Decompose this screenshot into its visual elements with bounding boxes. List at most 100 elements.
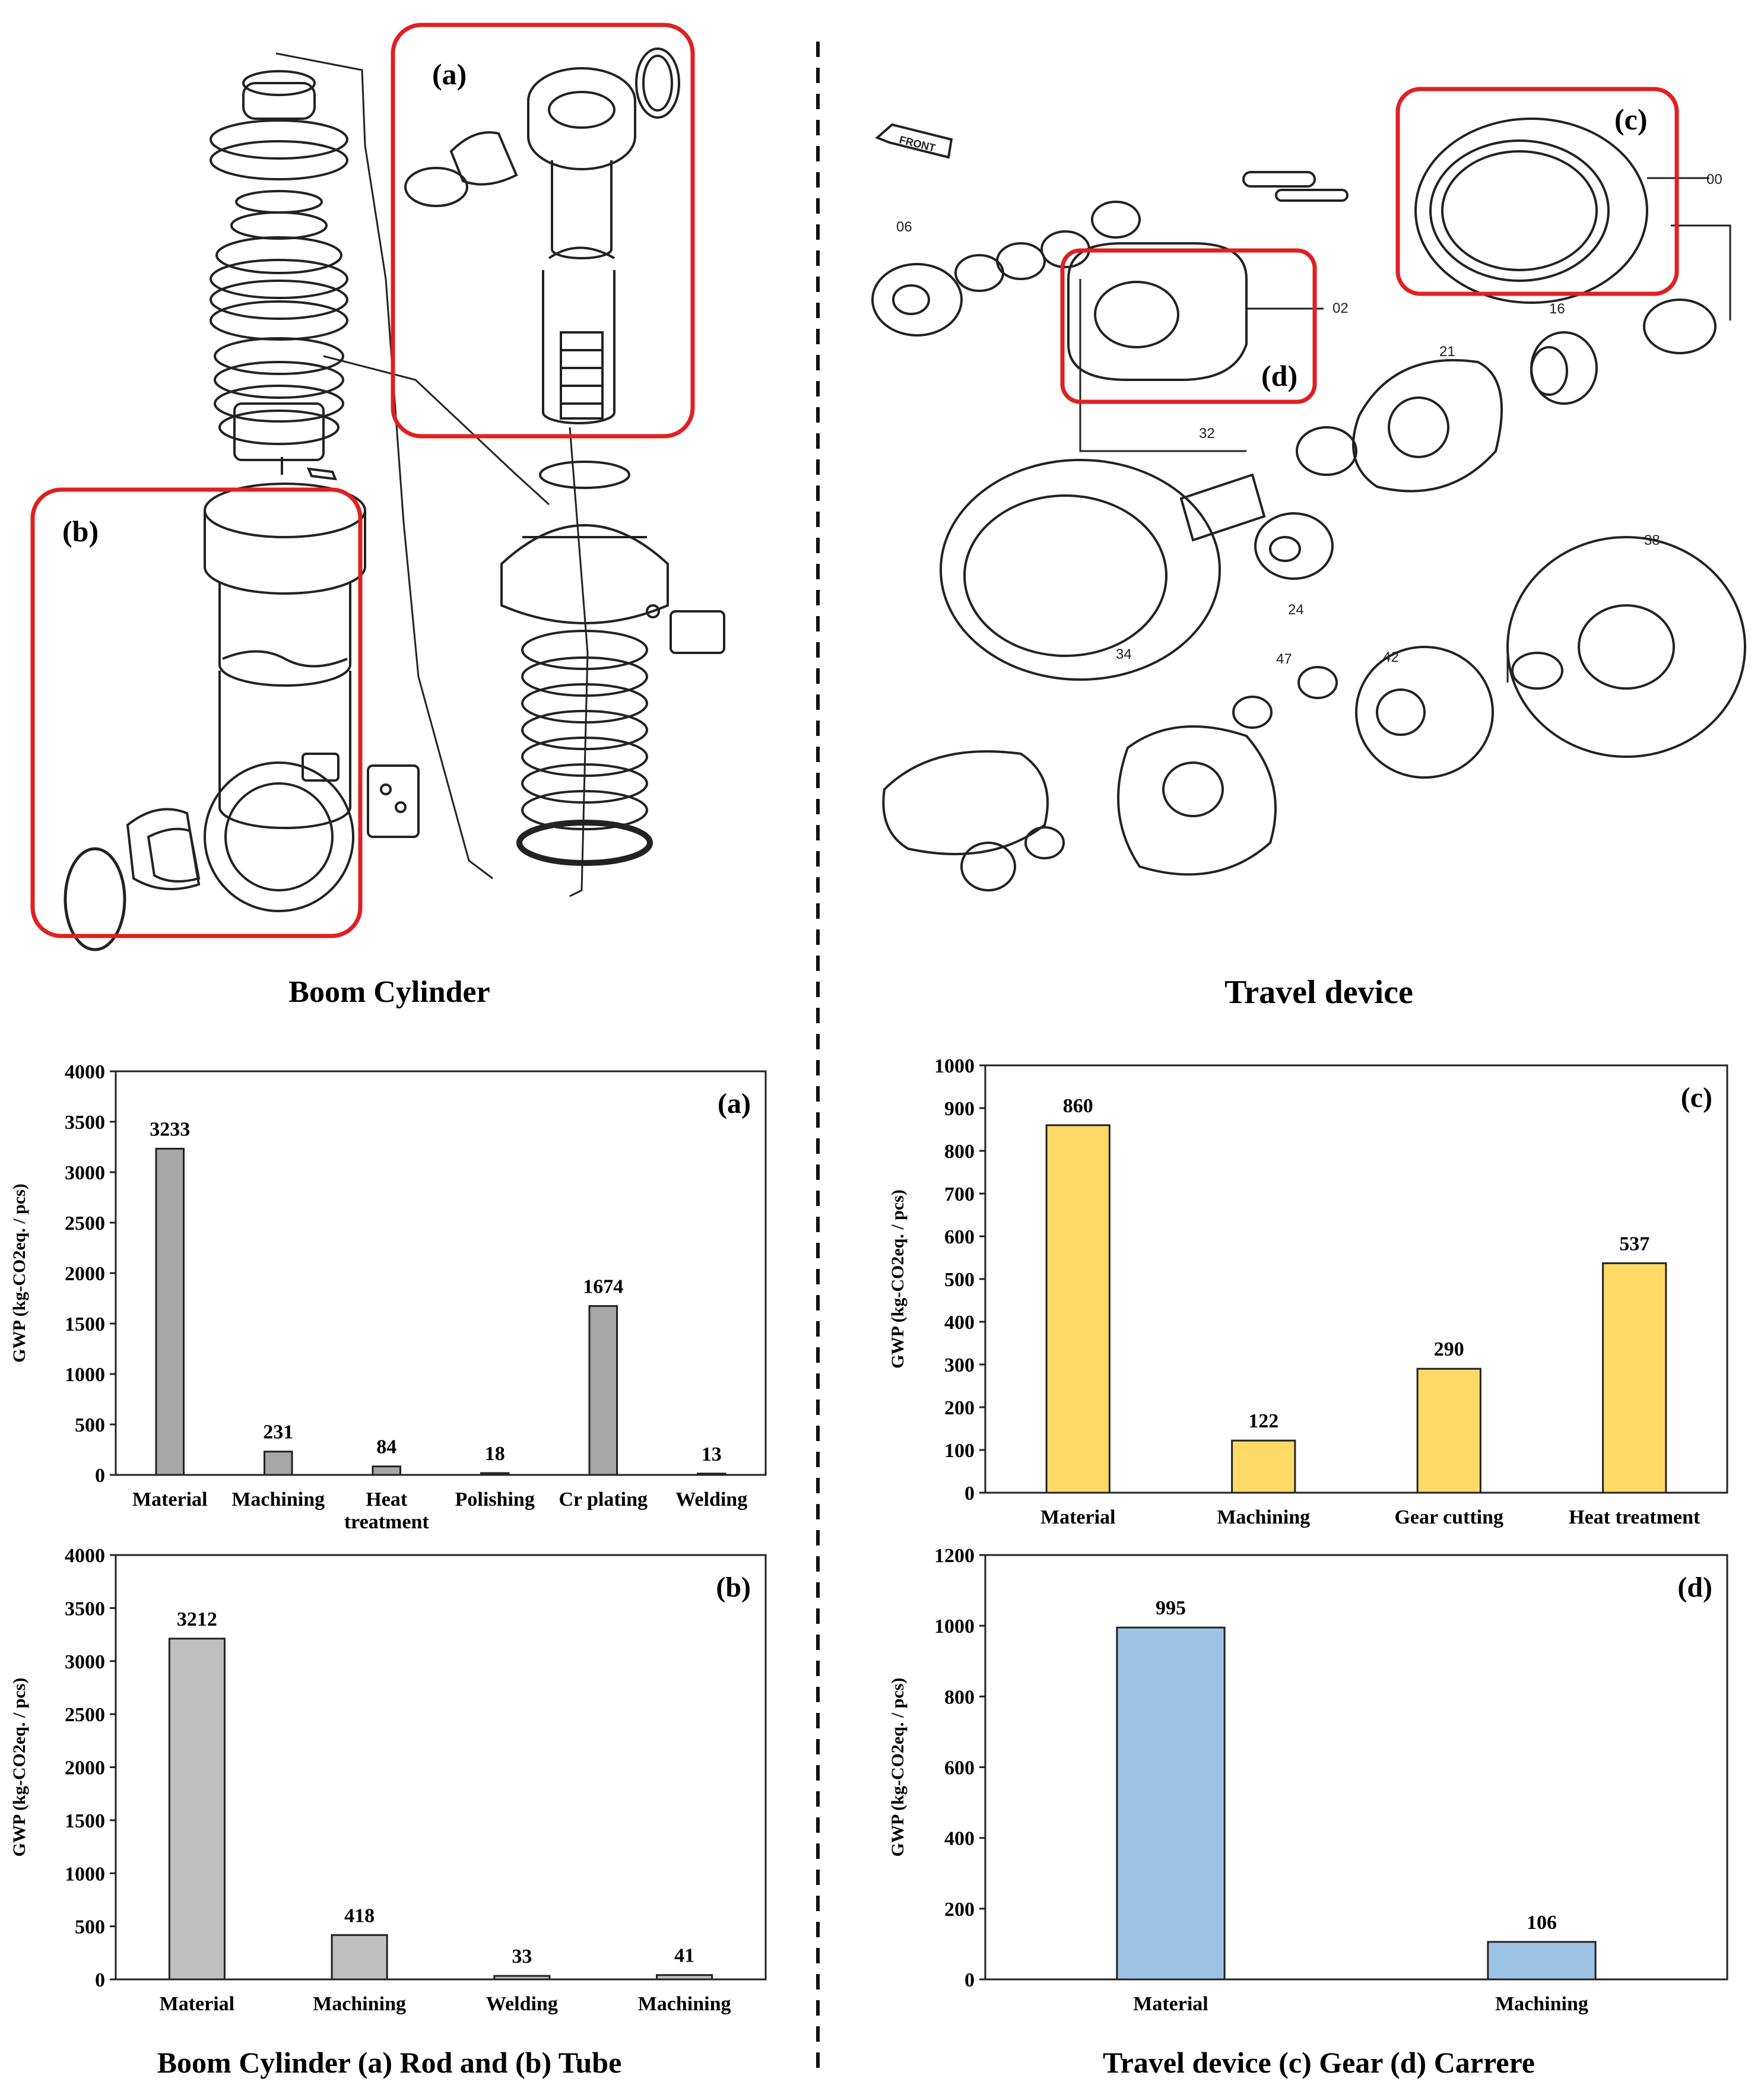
part-num-00: 00	[1706, 172, 1722, 188]
y-axis-label: GWP (kg-CO2eq. / pcs)	[888, 1678, 908, 1857]
y-tick-label: 700	[944, 1183, 975, 1205]
y-tick-label: 1000	[65, 1364, 105, 1386]
piston-nut	[233, 402, 325, 461]
data-label: 418	[344, 1905, 375, 1927]
x-category-label: Material	[1133, 1993, 1208, 2015]
y-axis-label: GWP (kg-CO2eq. / pcs)	[9, 1678, 29, 1857]
y-tick-label: 2000	[65, 1757, 105, 1779]
y-tick-label: 300	[944, 1354, 975, 1376]
x-category-label: Machining	[1217, 1506, 1310, 1528]
motor	[882, 750, 1049, 855]
y-tick-label: 0	[965, 1969, 975, 1991]
y-tick-label: 3000	[65, 1162, 105, 1184]
box-label-c: (c)	[1614, 103, 1648, 136]
y-tick-label: 1000	[65, 1863, 105, 1885]
plot-frame	[115, 1070, 767, 1476]
y-axis-label: GWP (kg-CO2eq. / pcs)	[888, 1189, 908, 1369]
y-tick-label: 4000	[65, 1545, 105, 1567]
part-num-42: 42	[1383, 649, 1399, 665]
y-tick-label: 500	[75, 1414, 105, 1436]
x-category-label: Heat treatment	[1569, 1506, 1700, 1528]
y-tick-label: 1200	[934, 1545, 975, 1567]
panel-label: (c)	[1681, 1082, 1712, 1113]
part-num-24: 24	[1288, 602, 1304, 618]
x-category-label: Machining	[313, 1993, 406, 2015]
bar	[696, 1473, 726, 1476]
x-category-label: Machining	[638, 1993, 731, 2015]
box-label-b: (b)	[62, 515, 99, 548]
bar	[1116, 1626, 1226, 1981]
bar	[1487, 1941, 1597, 1981]
travel-device-drawing	[871, 118, 1746, 891]
data-label: 537	[1619, 1233, 1649, 1255]
y-tick-label: 3000	[65, 1651, 105, 1673]
highlight-box-a	[391, 23, 695, 439]
highlight-box-d	[1060, 248, 1317, 404]
data-label: 3233	[150, 1118, 190, 1140]
x-category-label: Machining	[1495, 1993, 1588, 2015]
bar	[1602, 1262, 1667, 1494]
y-tick-label: 4000	[65, 1061, 105, 1083]
y-tick-label: 2000	[65, 1263, 105, 1285]
bar	[331, 1934, 388, 1981]
front-tag-label: FRONT	[898, 134, 937, 154]
y-tick-label: 1500	[65, 1313, 105, 1335]
caption-rod-tube: Boom Cylinder (a) Rod and (b) Tube	[157, 2046, 622, 2079]
part-num-06: 06	[896, 219, 912, 235]
y-tick-label: 800	[944, 1141, 975, 1163]
y-tick-label: 0	[965, 1483, 975, 1505]
data-label: 3212	[177, 1608, 217, 1630]
y-tick-label: 3500	[65, 1598, 105, 1620]
gland-top	[242, 82, 316, 120]
bar	[1231, 1439, 1296, 1494]
bar	[480, 1472, 510, 1476]
hub-flange	[940, 459, 1221, 681]
part-num-38: 38	[1644, 532, 1660, 548]
x-category-label: Welding	[675, 1489, 747, 1511]
y-tick-label: 0	[95, 1465, 105, 1487]
part-num-34: 34	[1116, 646, 1132, 662]
y-tick-label: 3500	[65, 1112, 105, 1134]
bar	[1416, 1367, 1481, 1494]
data-label: 18	[485, 1443, 505, 1465]
plot-frame	[984, 1554, 1728, 1981]
carrier	[1067, 242, 1248, 381]
part-num-16: 16	[1549, 301, 1565, 317]
boom-cylinder-drawing	[64, 47, 725, 951]
y-tick-label: 100	[944, 1440, 975, 1462]
y-tick-label: 2500	[65, 1704, 105, 1726]
data-label: 290	[1434, 1338, 1464, 1360]
y-tick-label: 400	[944, 1312, 975, 1334]
caption-boom-cylinder: Boom Cylinder	[288, 975, 490, 1009]
rod-eye	[527, 67, 636, 170]
x-category-label: treatment	[344, 1511, 430, 1533]
seal-ring	[210, 119, 348, 160]
data-label: 995	[1156, 1597, 1186, 1619]
y-tick-label: 0	[95, 1969, 105, 1991]
x-category-label: Machining	[231, 1489, 325, 1511]
y-tick-label: 800	[944, 1686, 975, 1708]
x-category-label: Gear cutting	[1394, 1506, 1503, 1528]
part-num-02: 02	[1332, 300, 1349, 316]
y-tick-label: 900	[944, 1098, 975, 1120]
bar	[263, 1451, 293, 1476]
panel-label: (b)	[716, 1572, 751, 1603]
caption-gear-carrier: Travel device (c) Gear (d) Carrere	[1103, 2046, 1535, 2079]
data-label: 13	[702, 1443, 722, 1465]
y-tick-label: 500	[75, 1916, 105, 1938]
y-tick-label: 1000	[934, 1055, 975, 1077]
box-label-a: (a)	[432, 58, 467, 91]
y-tick-label: 200	[944, 1899, 975, 1921]
bar	[372, 1465, 402, 1476]
data-label: 106	[1527, 1912, 1557, 1934]
x-category-label: Material	[132, 1489, 208, 1511]
front-arrow-icon	[875, 123, 953, 159]
x-category-label: Welding	[486, 1993, 558, 2015]
data-label: 84	[376, 1436, 396, 1458]
x-category-label: Heat	[366, 1489, 408, 1511]
bar	[588, 1305, 618, 1476]
bar	[656, 1974, 713, 1981]
